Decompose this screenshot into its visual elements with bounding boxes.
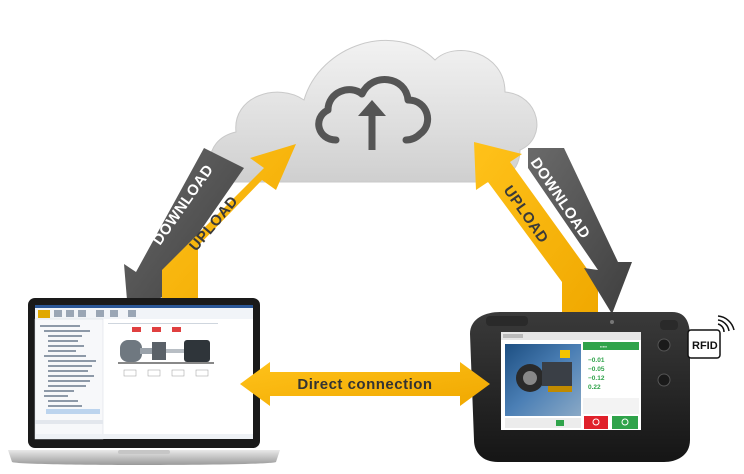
svg-text:−0.12: −0.12 bbox=[588, 375, 605, 382]
cloud-upload-icon bbox=[315, 76, 432, 150]
direct-connection-label: Direct connection bbox=[297, 376, 432, 393]
rfid-badge-icon: RFID bbox=[687, 315, 735, 359]
svg-text:0.22: 0.22 bbox=[588, 384, 601, 391]
machine-drawing bbox=[108, 323, 218, 377]
direct-connection-arrow: Direct connection bbox=[240, 362, 490, 406]
svg-text:−0.01: −0.01 bbox=[588, 357, 605, 364]
tablet-device: ▪▪▪▪▪ −0.01 −0.05 −0.12 0.22 bbox=[470, 312, 690, 462]
svg-text:▪▪▪▪▪: ▪▪▪▪▪ bbox=[600, 344, 608, 349]
rfid-label: RFID bbox=[692, 340, 718, 352]
laptop bbox=[8, 298, 280, 465]
svg-text:−0.05: −0.05 bbox=[588, 366, 605, 373]
